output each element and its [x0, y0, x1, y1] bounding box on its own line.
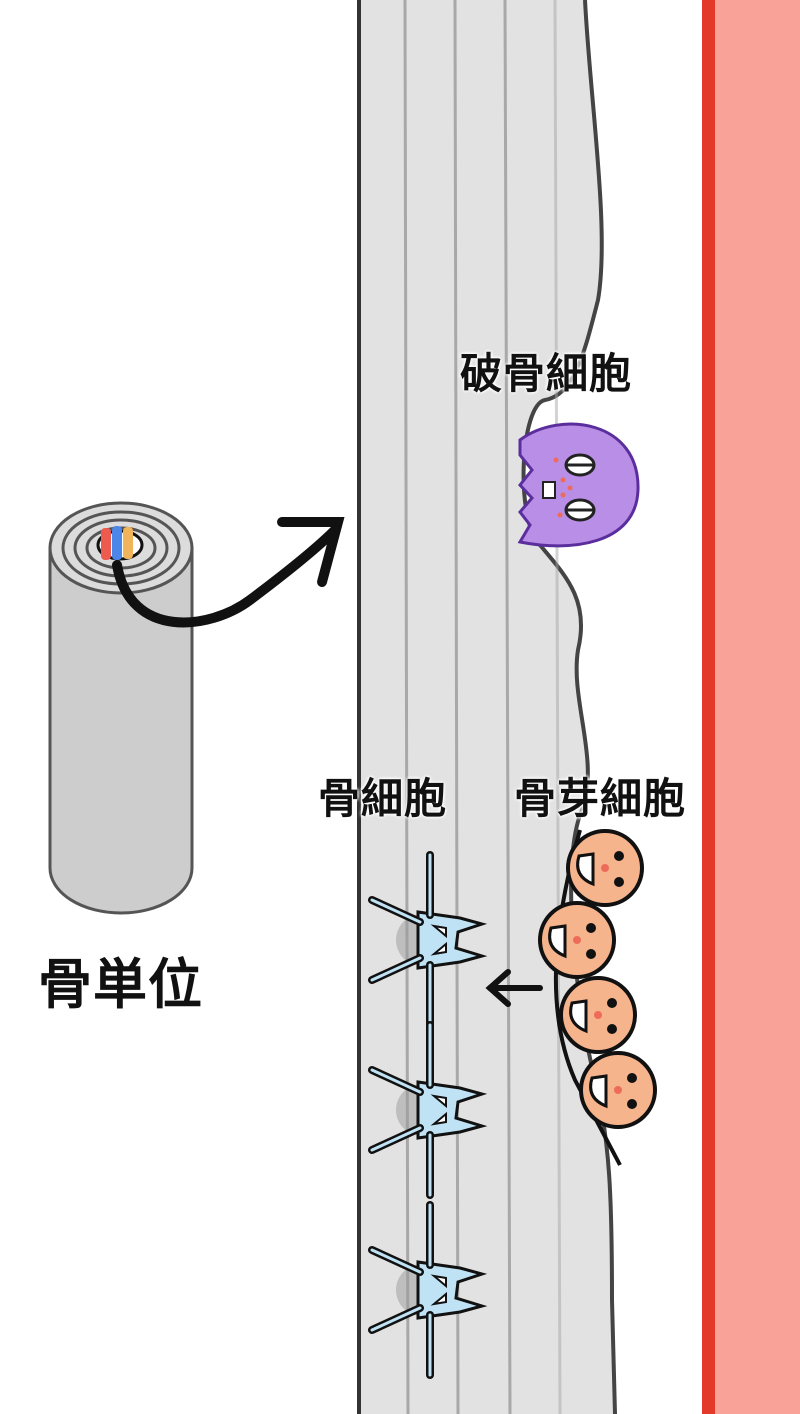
osteocyte [368, 1021, 488, 1199]
osteoclast-cell [517, 422, 640, 548]
zoom-arrow [112, 517, 345, 628]
osteoblast-cells [538, 829, 657, 1129]
osteoblast [566, 829, 644, 907]
osteocyte-label: 骨細胞 [318, 774, 448, 823]
bone-matrix [358, 0, 615, 1414]
osteoblast-label: 骨芽細胞 [514, 774, 687, 823]
soft-tissue [712, 0, 800, 1414]
osteocyte [368, 1201, 488, 1379]
osteoclast-label: 破骨細胞 [460, 349, 633, 398]
osteoblast [538, 901, 616, 979]
osteocyte-cells [368, 851, 488, 1379]
osteoblast [559, 976, 637, 1054]
differentiation-arrow [485, 969, 543, 1007]
osteon-cylinder [48, 501, 194, 915]
osteocyte [368, 851, 488, 1029]
lamella-lines [403, 0, 562, 1414]
osteoblast [579, 1051, 657, 1129]
osteon-label: 骨単位 [38, 953, 203, 1016]
periosteum-line [702, 0, 715, 1414]
